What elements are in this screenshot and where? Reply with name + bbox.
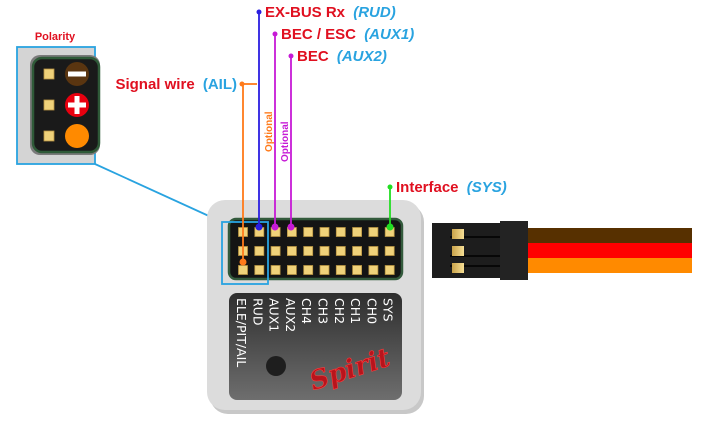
header-pin: [368, 246, 379, 256]
callout-bec-main: BEC: [297, 48, 329, 65]
polarity-pin: [43, 99, 55, 111]
header-pin: [384, 246, 395, 256]
port-label: CH4: [299, 298, 314, 324]
bec-esc-pin-dot: [271, 223, 279, 231]
callout-signal-main: Signal wire: [115, 76, 194, 93]
header-pin: [303, 246, 314, 256]
port-label: ELE/PIT/AIL: [234, 298, 249, 367]
wire-red: [526, 243, 692, 258]
servo-plug-grip: [500, 221, 528, 280]
exbus-pin-dot: [255, 223, 263, 231]
header-pin: [319, 227, 330, 237]
callout-exbus-channel: (RUD): [353, 4, 396, 21]
callout-bec-channel: (AUX2): [337, 48, 387, 65]
polarity-inset: Polarity: [16, 31, 101, 165]
callout-interface-main: Interface: [396, 179, 459, 196]
plug-contact: [452, 229, 464, 239]
minus-glyph: [68, 71, 86, 77]
port-label: CH2: [332, 298, 347, 324]
callout-signal: Signal wire (AIL): [115, 76, 237, 93]
header-pin: [335, 265, 346, 275]
callout-bec-esc: BEC / ESC (AUX1): [281, 26, 414, 43]
callout-exbus-main: EX-BUS Rx: [265, 4, 346, 21]
polarity-pin: [43, 68, 55, 80]
wire-orange: [526, 258, 692, 273]
header-pin: [335, 227, 346, 237]
interface-pin-dot: [386, 223, 394, 231]
header-pin: [319, 246, 330, 256]
led-indicator: [266, 356, 286, 376]
callouts: [239, 9, 394, 266]
signal-pin-dot: [239, 258, 247, 266]
header-pin: [352, 227, 363, 237]
callout-bec: BEC (AUX2): [297, 48, 387, 65]
callout-interface-channel: (SYS): [467, 179, 507, 196]
port-label: AUX2: [283, 298, 298, 332]
header-pin: [368, 265, 379, 275]
header-pin: [384, 265, 395, 275]
wire-brown: [526, 228, 692, 243]
plug-contact: [452, 263, 464, 273]
header-pin: [270, 246, 281, 256]
header-pin: [286, 246, 297, 256]
plus-glyph-v: [74, 96, 80, 114]
zoom-connector-line: [94, 163, 223, 223]
header-pin: [270, 265, 281, 275]
header-pin: [335, 246, 346, 256]
header-pin: [254, 265, 265, 275]
header-pin: [303, 227, 314, 237]
callout-signal-channel: (AIL): [203, 76, 237, 93]
header-pin: [352, 265, 363, 275]
port-label: RUD: [250, 298, 265, 325]
bec-dot: [288, 53, 294, 59]
port-label: CH3: [316, 298, 331, 324]
header-pin: [303, 265, 314, 275]
optional-label-aux2: Optional: [280, 121, 291, 162]
port-label: AUX1: [267, 298, 282, 332]
polarity-label: Polarity: [35, 31, 76, 43]
header-pin: [319, 265, 330, 275]
port-label: CH1: [348, 298, 363, 324]
header-pin: [254, 246, 265, 256]
bec-esc-dot: [272, 31, 278, 37]
polarity-highlight-box: [221, 221, 269, 285]
port-label: CH0: [364, 298, 379, 324]
optional-label-aux1: Optional: [264, 111, 275, 152]
header-pin: [352, 246, 363, 256]
signal-icon: [65, 124, 89, 148]
callout-bec-esc-channel: (AUX1): [364, 26, 414, 43]
servo-cable: [432, 221, 692, 280]
header-pin: [368, 227, 379, 237]
signal-line: [242, 83, 244, 262]
port-label: SYS: [381, 298, 396, 322]
callout-interface: Interface (SYS): [396, 179, 507, 196]
plug-contact: [452, 246, 464, 256]
callout-bec-esc-main: BEC / ESC: [281, 26, 356, 43]
exbus-dot: [256, 9, 262, 15]
header-pin: [238, 265, 248, 275]
header-pin: [286, 265, 297, 275]
interface-dot: [387, 184, 393, 190]
callout-exbus: EX-BUS Rx (RUD): [265, 4, 396, 21]
signal-dot: [239, 81, 245, 87]
bec-pin-dot: [287, 223, 295, 231]
polarity-pin: [43, 130, 55, 142]
